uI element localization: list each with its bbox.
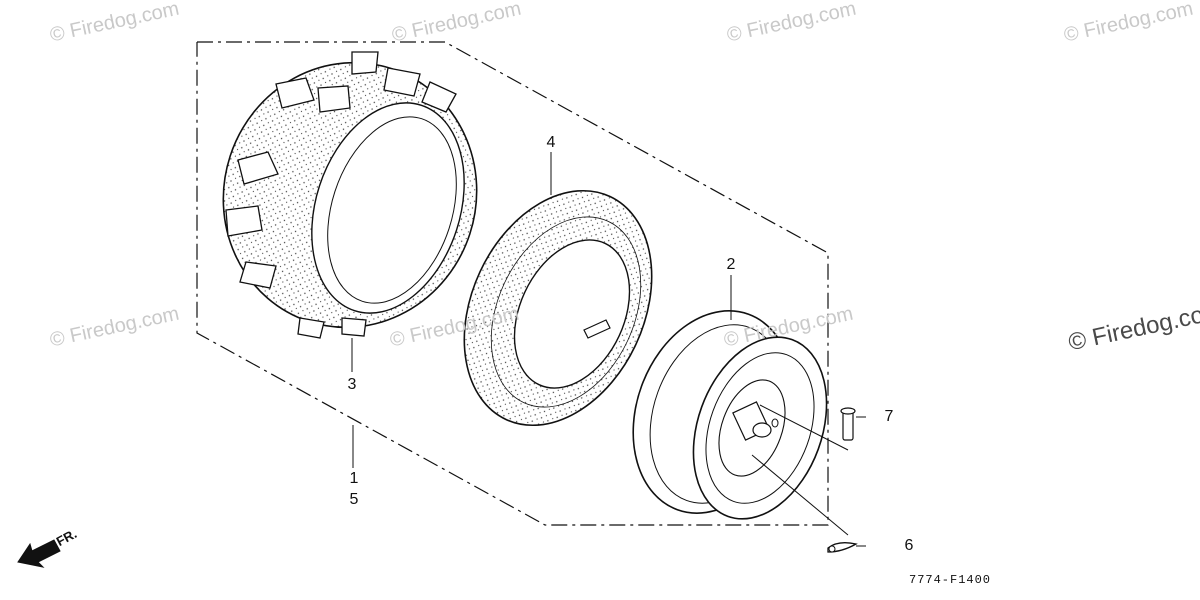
valve-stem [583, 319, 611, 339]
callout-6: 6 [904, 537, 914, 554]
leader-lines [351, 152, 866, 547]
inner-tube-part-4 [463, 189, 653, 427]
callout-7: 7 [884, 408, 894, 425]
callout-4: 4 [546, 134, 556, 151]
assembly-boundary [196, 41, 829, 526]
callout-1: 1 [349, 470, 359, 487]
drawing-code: 7774-F1400 [909, 573, 992, 587]
front-direction-arrow [17, 539, 61, 568]
clevis-pin-part-7 [840, 407, 856, 441]
rim-part-2 [632, 310, 828, 520]
tire-part-3 [222, 51, 478, 339]
snap-pin-part-6 [827, 542, 858, 553]
callout-5: 5 [349, 491, 359, 508]
callout-3: 3 [347, 376, 357, 393]
callout-2: 2 [726, 256, 736, 273]
